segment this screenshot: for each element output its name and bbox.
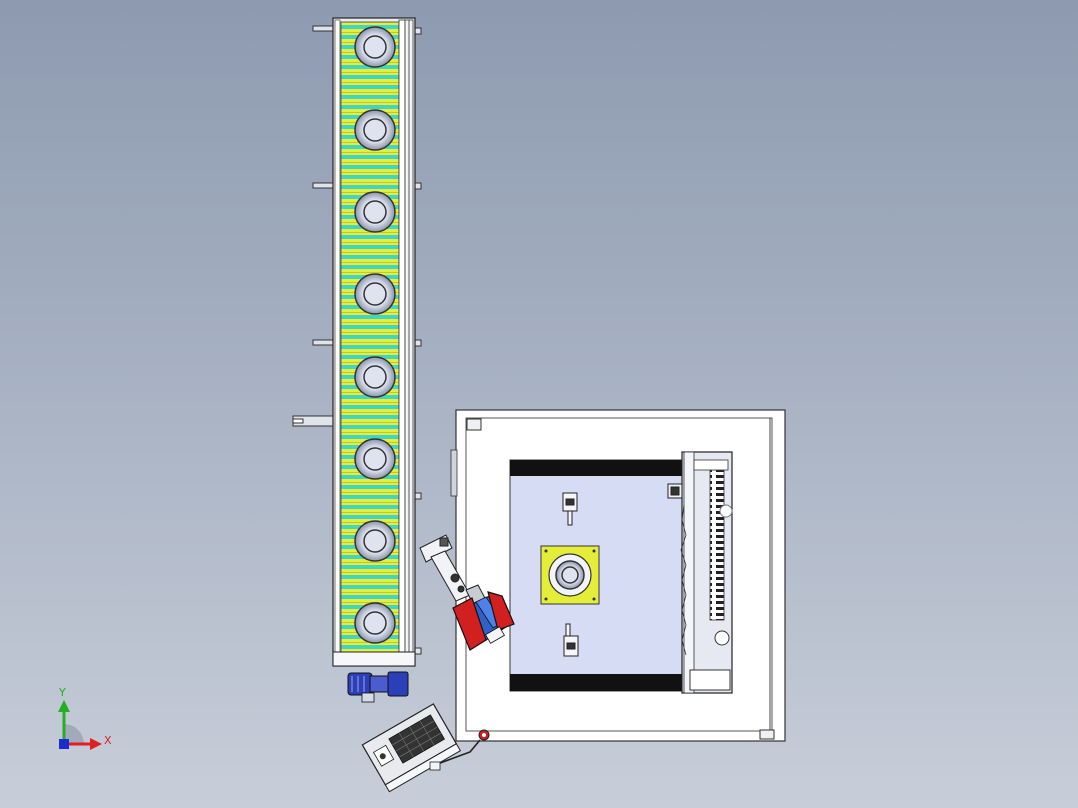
- fixture-plate[interactable]: [540, 545, 600, 605]
- conveyor-side-guide: [398, 19, 414, 665]
- conveyor-left-rail: [334, 19, 341, 665]
- operator-control-panel[interactable]: [361, 703, 481, 793]
- coordinate-triad: [58, 700, 102, 750]
- robot-gripper: [419, 534, 471, 602]
- conveyor-workpieces: [354, 26, 396, 644]
- workpiece-ring: [354, 273, 396, 315]
- workpiece-ring: [354, 109, 396, 151]
- gantry-axis[interactable]: [680, 451, 733, 694]
- conveyor-end-plate: [332, 651, 416, 667]
- upper-clamp: [562, 492, 578, 526]
- cell-corner-post: [759, 729, 775, 740]
- triad-y-label: Y: [59, 686, 66, 699]
- workpiece-ring: [354, 520, 396, 562]
- machining-cell[interactable]: [450, 409, 786, 742]
- conveyor-drive-motor[interactable]: [347, 671, 409, 703]
- tool-sensor: [667, 483, 683, 499]
- cell-left-bracket: [450, 449, 458, 497]
- workpiece-ring: [354, 438, 396, 480]
- cell-corner-post: [466, 418, 482, 431]
- panel-support-arm: [431, 739, 481, 767]
- robot-base: [452, 591, 515, 651]
- workpiece-ring: [354, 356, 396, 398]
- workpiece-ring: [354, 602, 396, 644]
- table-bottom-rail: [510, 674, 682, 691]
- triad-x-label: X: [104, 734, 112, 747]
- workpiece-ring: [354, 26, 396, 68]
- workpiece-ring: [354, 191, 396, 233]
- emergency-stop-button[interactable]: [478, 729, 490, 741]
- robot-arm[interactable]: [419, 534, 515, 651]
- roller-conveyor[interactable]: [292, 17, 422, 667]
- lower-clamp: [563, 623, 579, 657]
- table-top-rail: [510, 460, 682, 476]
- gantry-chain: [709, 469, 725, 621]
